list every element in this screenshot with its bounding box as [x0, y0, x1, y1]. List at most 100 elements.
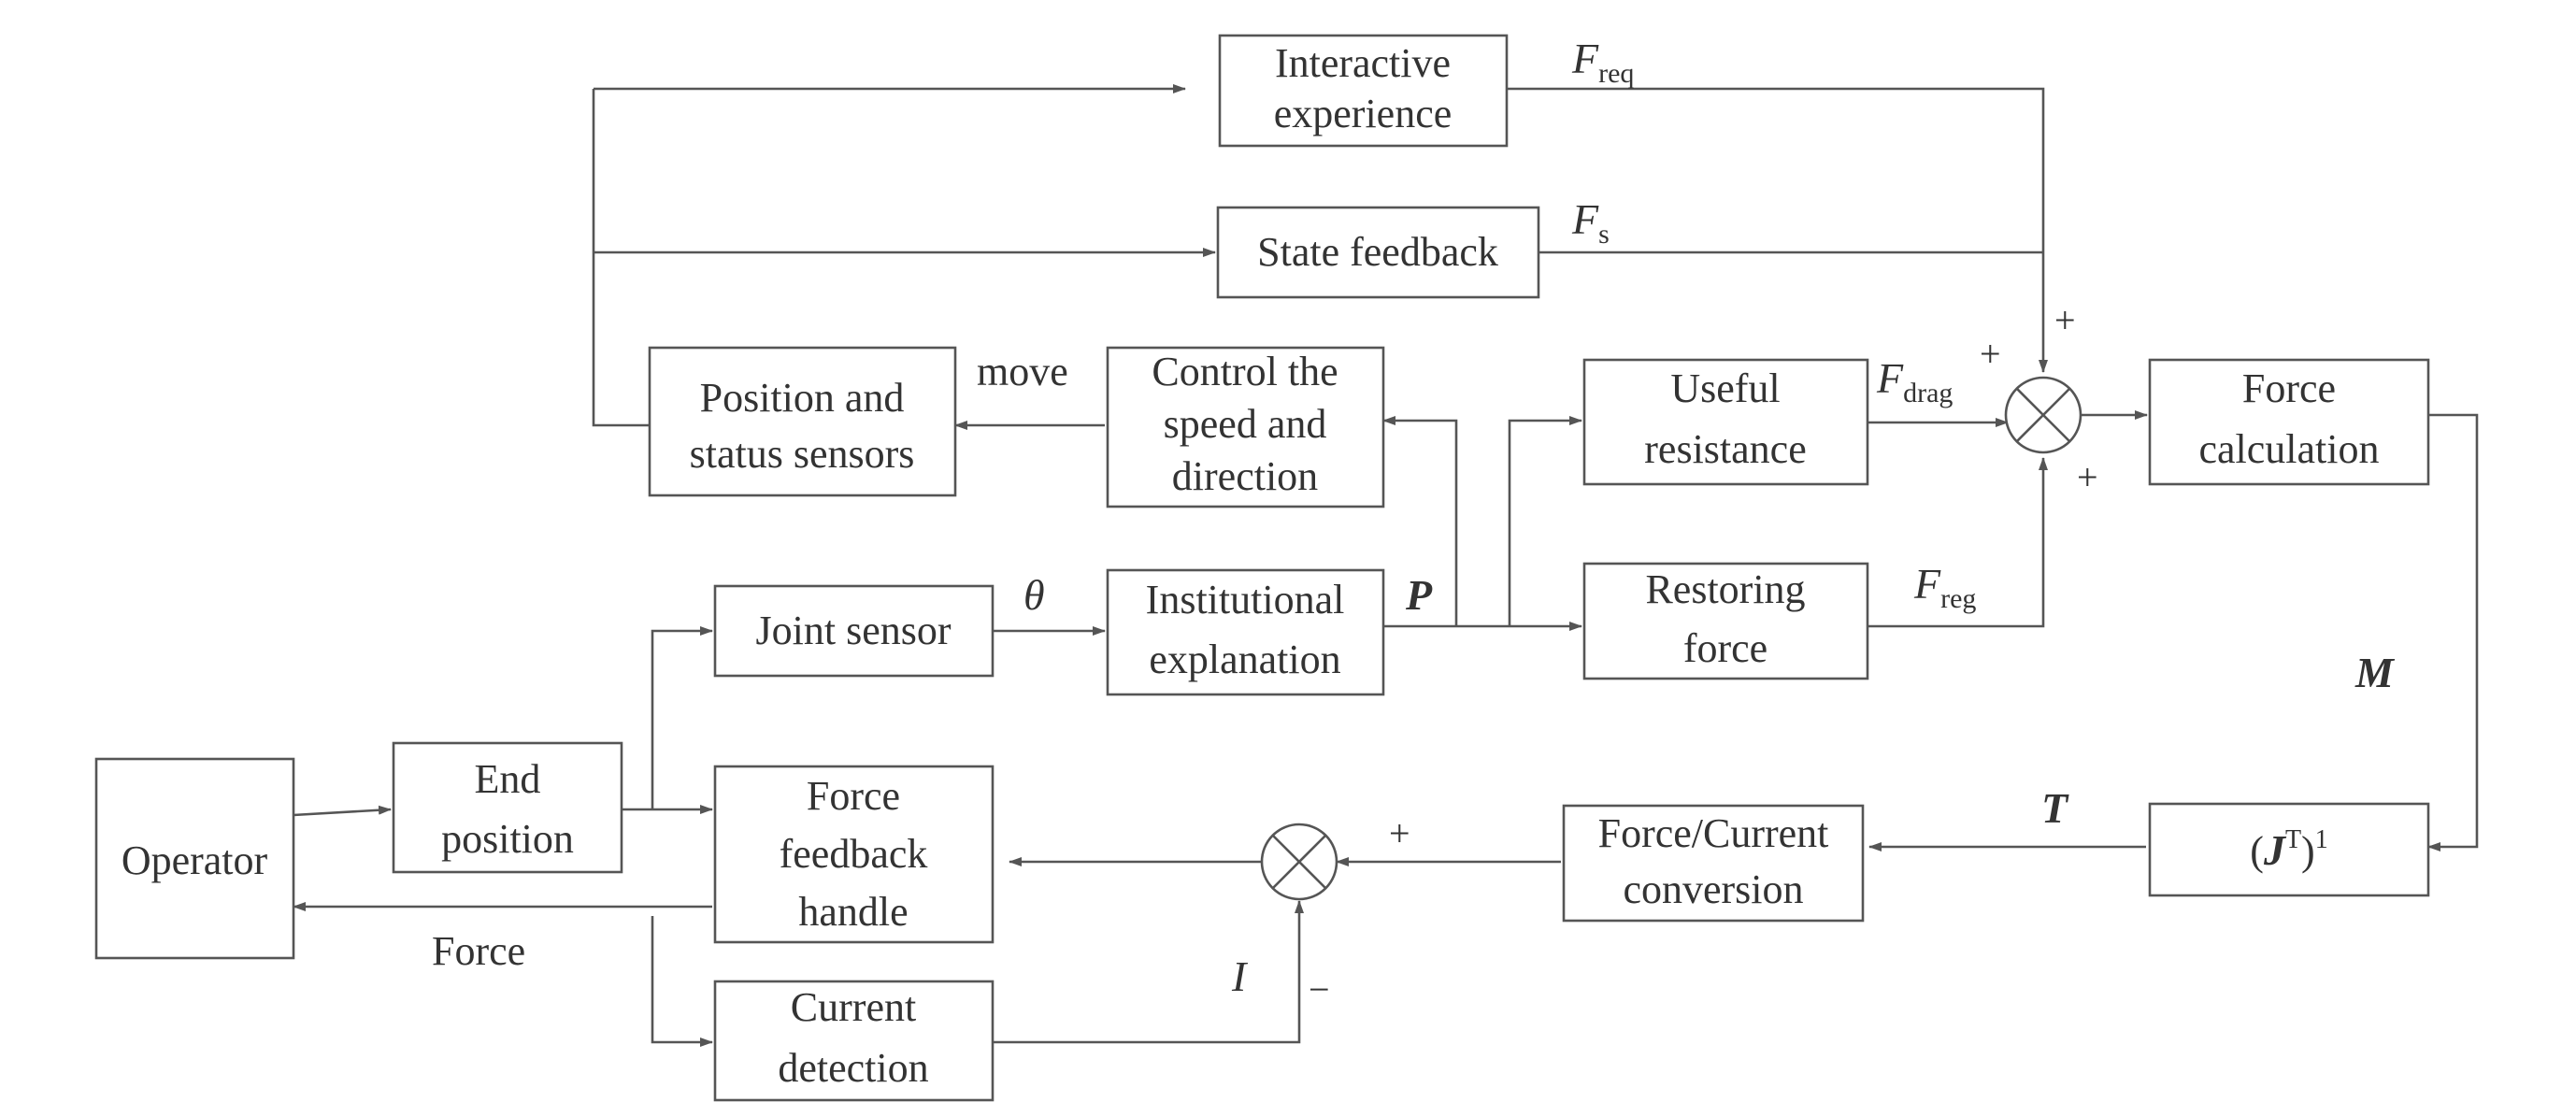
- joint-sensor-label: Joint sensor: [756, 608, 952, 653]
- svg-text:Institutional: Institutional: [1146, 577, 1345, 623]
- end-position-line-2: position: [441, 816, 574, 862]
- restoring-force-line-2: force: [1683, 625, 1767, 671]
- svg-text:handle: handle: [798, 889, 908, 935]
- summing-junction-current: [1260, 823, 1338, 901]
- signal-m: M: [2354, 649, 2396, 696]
- useful-resistance-block: Useful resistance: [1582, 358, 1869, 486]
- interactive-experience-block: Interactive experience: [1218, 34, 1509, 148]
- svg-text:Useful: Useful: [1670, 365, 1780, 411]
- svg-text:status sensors: status sensors: [690, 431, 915, 477]
- svg-text:Force: Force: [2242, 365, 2336, 411]
- signal-p: P: [1405, 571, 1433, 619]
- jacobian-label: (JT)1: [2250, 825, 2327, 874]
- signal-f-req: Freq: [1571, 35, 1634, 89]
- force-current-conversion-block: Force/Current conversion: [1562, 804, 1865, 923]
- sign-sum2-bottom: −: [1309, 968, 1330, 1010]
- force-calculation-line-2: calculation: [2198, 426, 2379, 472]
- svg-text:force: force: [1683, 625, 1767, 671]
- institutional-explanation-block: Institutional explanation: [1106, 568, 1385, 696]
- restoring-force-block: Restoring force: [1582, 562, 1869, 680]
- force-feedback-handle-line-3: handle: [798, 889, 908, 935]
- connections: [293, 84, 2479, 1047]
- svg-text:End: End: [475, 756, 541, 802]
- summing-junction-force: [2004, 376, 2082, 454]
- signal-f-s: Fs: [1571, 195, 1610, 250]
- sign-sum1-left: +: [1980, 333, 2001, 375]
- wire-i: [993, 900, 1304, 1044]
- current-detection-line-2: detection: [778, 1045, 928, 1091]
- wire-p-to-control: [1382, 416, 1458, 626]
- joint-sensor-block: Joint sensor: [713, 584, 995, 678]
- interactive-experience-line-1: Interactive: [1275, 40, 1451, 86]
- signal-t: T: [2041, 784, 2069, 832]
- force-current-conversion-line-2: conversion: [1623, 866, 1803, 912]
- institutional-explanation-line-1: Institutional: [1146, 577, 1345, 623]
- force-current-conversion-line-1: Force/Current: [1598, 810, 1829, 856]
- svg-text:resistance: resistance: [1644, 426, 1806, 472]
- control-speed-direction-line-2: speed and: [1164, 401, 1327, 447]
- current-detection-line-1: Current: [791, 984, 916, 1030]
- restoring-force-line-1: Restoring: [1645, 566, 1805, 612]
- svg-text:calculation: calculation: [2198, 426, 2379, 472]
- svg-text:Restoring: Restoring: [1645, 566, 1805, 612]
- signal-move: move: [977, 349, 1068, 394]
- force-feedback-handle-line-1: Force: [807, 773, 900, 819]
- signal-i: I: [1231, 952, 1249, 1000]
- end-position-line-1: End: [475, 756, 541, 802]
- sign-sum1-bottom: +: [2077, 456, 2098, 498]
- svg-text:speed and: speed and: [1164, 401, 1327, 447]
- wire-freg: [1868, 457, 2048, 628]
- end-position-block: End position: [392, 741, 623, 874]
- interactive-experience-line-2: experience: [1274, 91, 1453, 136]
- force-feedback-handle-block: Force feedback handle: [713, 765, 995, 944]
- svg-text:Position and: Position and: [700, 375, 905, 421]
- force-calculation-line-1: Force: [2242, 365, 2336, 411]
- svg-text:experience: experience: [1274, 91, 1453, 136]
- position-status-sensors-line-2: status sensors: [690, 431, 915, 477]
- useful-resistance-line-2: resistance: [1644, 426, 1806, 472]
- svg-text:Force: Force: [807, 773, 900, 819]
- useful-resistance-line-1: Useful: [1670, 365, 1780, 411]
- svg-text:Operator: Operator: [122, 837, 268, 883]
- wire-p-to-useful: [1508, 416, 1582, 626]
- signal-force: Force: [432, 928, 525, 974]
- signal-f-drag: Fdrag: [1876, 354, 1953, 408]
- svg-text:Joint sensor: Joint sensor: [756, 608, 952, 653]
- control-speed-direction-line-1: Control the: [1152, 349, 1338, 394]
- svg-text:feedback: feedback: [780, 831, 928, 877]
- operator-label: Operator: [122, 837, 268, 883]
- signal-f-reg: Freg: [1913, 560, 1976, 614]
- svg-text:position: position: [441, 816, 574, 862]
- jacobian-transpose-inverse-block: (JT)1: [2148, 802, 2430, 897]
- svg-text:direction: direction: [1172, 453, 1318, 499]
- svg-text:explanation: explanation: [1149, 637, 1340, 682]
- wire-sensors-feedback-bus: [592, 89, 650, 427]
- wire-freq: [1507, 87, 2048, 373]
- svg-text:Current: Current: [791, 984, 916, 1030]
- svg-text:Force/Current: Force/Current: [1598, 810, 1829, 856]
- position-status-sensors-line-1: Position and: [700, 375, 905, 421]
- sign-sum2-right: +: [1389, 812, 1410, 854]
- svg-text:State feedback: State feedback: [1257, 229, 1498, 275]
- svg-text:conversion: conversion: [1623, 866, 1803, 912]
- state-feedback-label: State feedback: [1257, 229, 1498, 275]
- svg-text:Control the: Control the: [1152, 349, 1338, 394]
- wire-operator-to-end-position: [293, 805, 392, 817]
- force-calculation-block: Force calculation: [2148, 358, 2430, 486]
- sign-sum1-top: +: [2054, 299, 2076, 341]
- control-speed-direction-line-3: direction: [1172, 453, 1318, 499]
- state-feedback-block: State feedback: [1216, 206, 1540, 299]
- current-detection-block: Current detection: [713, 980, 995, 1102]
- force-feedback-handle-line-2: feedback: [780, 831, 928, 877]
- wire-branch-to-joint-sensor: [651, 626, 713, 809]
- institutional-explanation-line-2: explanation: [1149, 637, 1340, 682]
- wire-m: [2427, 413, 2479, 852]
- wire-handle-to-current-detection: [651, 916, 713, 1047]
- svg-text:detection: detection: [778, 1045, 928, 1091]
- signal-theta: θ: [1023, 571, 1045, 619]
- svg-text:Interactive: Interactive: [1275, 40, 1451, 86]
- operator-block: Operator: [94, 757, 295, 960]
- control-speed-direction-block: Control the speed and direction: [1106, 346, 1385, 508]
- position-status-sensors-block: Position and status sensors: [648, 346, 957, 497]
